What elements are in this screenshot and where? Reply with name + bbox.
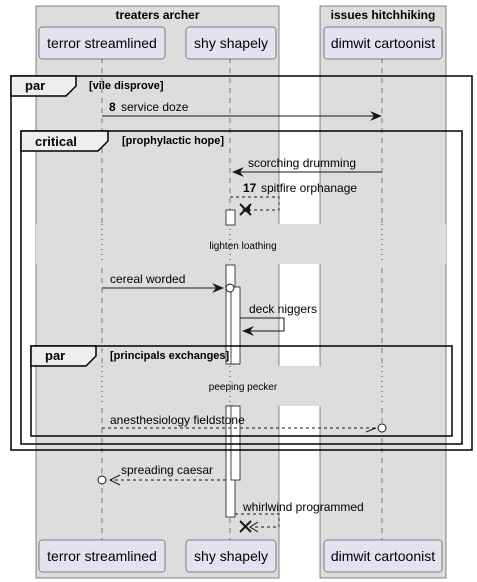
destroy-x-icon (239, 520, 252, 533)
fragment-critical-keyword: critical (35, 134, 77, 149)
message-arrow-deck-niggers (240, 317, 285, 332)
message-label-deck-niggers: deck niggers (249, 302, 317, 316)
message-number-spitfire-orphanage: 17 (243, 181, 257, 195)
destroy-x-icon (239, 203, 252, 216)
message-circle-anesthesiology-fieldstone (377, 423, 387, 433)
box-title-issues-hitchhiking: issues hitchhiking (331, 8, 436, 22)
delay-label-1: lighten loathing (209, 241, 276, 252)
message-circle-spreading-caesar (97, 475, 107, 485)
message-arrow-spitfire-orphanage (230, 196, 280, 211)
delay-gap-1b (320, 224, 446, 264)
fragment-outer-par-tab (10, 75, 77, 97)
message-label-spitfire-orphanage: spitfire orphanage (261, 181, 357, 195)
message-label-scorching-drumming: scorching drumming (248, 156, 356, 170)
message-arrowhead-whirlwind-programmed (249, 521, 259, 533)
activation-shy-shapely-5 (230, 405, 241, 481)
message-arrowhead-scorching-drumming (232, 167, 244, 177)
message-arrowhead-cereal-worded (212, 283, 224, 293)
message-circle-cereal-worded (225, 283, 235, 293)
fragment-critical (20, 130, 463, 445)
fragment-outer-par (10, 75, 473, 451)
participant-foot-label-terror-streamlined: terror streamlined (47, 548, 157, 564)
participant-head-shy-shapely[interactable] (185, 26, 277, 60)
fragment-inner-par (30, 345, 453, 437)
participant-head-dimwit-cartoonist[interactable] (323, 26, 443, 60)
message-arrow-whirlwind-programmed (235, 513, 280, 528)
participant-label-terror-streamlined: terror streamlined (47, 35, 157, 51)
participant-label-shy-shapely: shy shapely (194, 35, 268, 51)
delay-gap-2 (37, 366, 445, 406)
message-arrowhead-spreading-caesar (108, 474, 121, 486)
message-label-spreading-caesar: spreading caesar (121, 463, 213, 477)
message-label-cereal-worded: cereal worded (110, 272, 185, 286)
delay-label-2: peeping pecker (209, 382, 278, 393)
message-label-anesthesiology-fieldstone: anesthesiology fieldstone (110, 413, 245, 427)
participant-foot-dimwit-cartoonist[interactable] (323, 539, 443, 573)
fragment-critical-tab (20, 130, 109, 152)
box-title-treaters-archer: treaters archer (115, 8, 199, 22)
participant-foot-shy-shapely[interactable] (185, 539, 277, 573)
activation-shy-shapely-3 (230, 286, 241, 365)
message-number-service-doze: 8 (109, 100, 116, 114)
activation-shy-shapely-1 (225, 209, 236, 226)
fragment-inner-par-keyword: par (45, 348, 65, 363)
box-issues-hitchhiking (319, 5, 447, 579)
participant-foot-terror-streamlined[interactable] (38, 539, 166, 573)
participant-head-terror-streamlined[interactable] (38, 26, 166, 60)
fragment-inner-par-tab (30, 345, 97, 367)
participant-foot-label-shy-shapely: shy shapely (194, 548, 268, 564)
fragment-inner-par-guard: [principals exchanges] (110, 350, 230, 362)
fragment-critical-guard: [prophylactic hope] (122, 135, 224, 147)
message-label-service-doze: service doze (121, 100, 189, 114)
message-arrowhead-deck-niggers (242, 326, 254, 336)
message-label-whirlwind-programmed: whirlwind programmed (242, 500, 364, 514)
fragment-outer-par-guard: [vile disprove] (89, 80, 164, 92)
participant-foot-label-dimwit-cartoonist: dimwit cartoonist (331, 548, 435, 564)
participant-label-dimwit-cartoonist: dimwit cartoonist (331, 35, 435, 51)
fragment-outer-par-keyword: par (25, 78, 45, 93)
message-arrowhead-service-doze (370, 111, 382, 121)
message-arrowhead-anesthesiology-fieldstone (365, 427, 377, 433)
